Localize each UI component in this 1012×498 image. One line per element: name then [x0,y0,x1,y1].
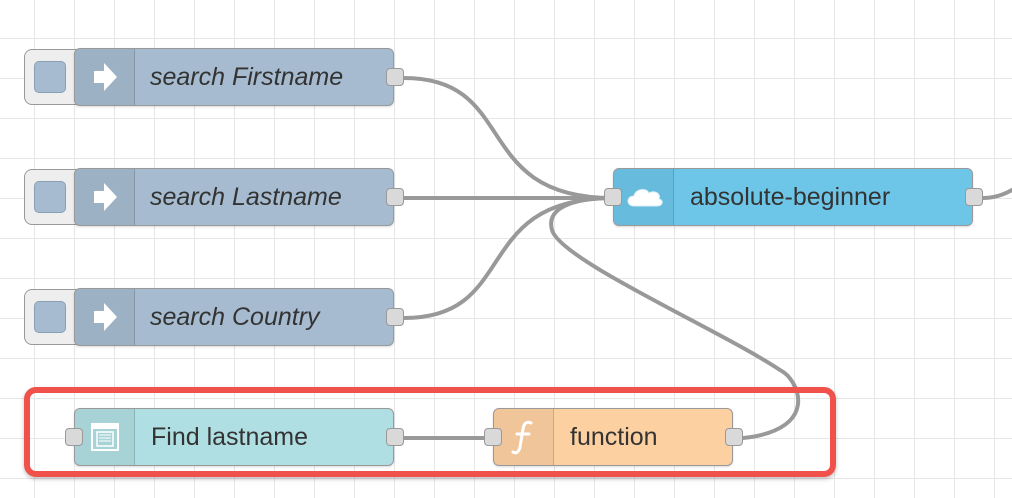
output-port[interactable] [965,188,983,206]
arrow-in-icon [75,49,135,105]
wire-beginner-output[interactable] [981,188,1012,200]
inject-button-inner [34,181,66,213]
inject-button-inner [34,301,66,333]
node-label: search Firstname [150,62,344,91]
highlight-frame [24,387,836,477]
node-find-lastname[interactable]: Find lastname [65,408,404,466]
node-label: search Lastname [150,182,342,211]
output-port[interactable] [386,308,404,326]
input-port[interactable] [484,428,502,446]
node-search-lastname[interactable]: search Lastname [74,168,404,226]
output-port[interactable] [725,428,743,446]
wire-firstname-to-beginner[interactable] [402,76,615,200]
template-icon [75,409,135,465]
output-port[interactable] [386,68,404,86]
function-icon [494,409,554,465]
input-port[interactable] [604,188,622,206]
node-search-country[interactable]: search Country [74,288,404,346]
node-label: search Country [150,302,320,331]
node-search-firstname[interactable]: search Firstname [74,48,404,106]
output-port[interactable] [386,188,404,206]
output-port[interactable] [386,428,404,446]
cloud-icon [614,169,674,225]
node-label: Find lastname [151,422,309,451]
node-label: absolute-beginner [690,182,891,211]
node-function[interactable]: function [484,408,743,466]
arrow-in-icon [75,169,135,225]
arrow-in-icon [75,289,135,345]
wire-country-to-beginner[interactable] [402,196,615,320]
input-port[interactable] [65,428,83,446]
inject-button-inner [34,61,66,93]
node-label: function [570,422,658,451]
node-absolute-beginner[interactable]: absolute-beginner [604,168,983,226]
